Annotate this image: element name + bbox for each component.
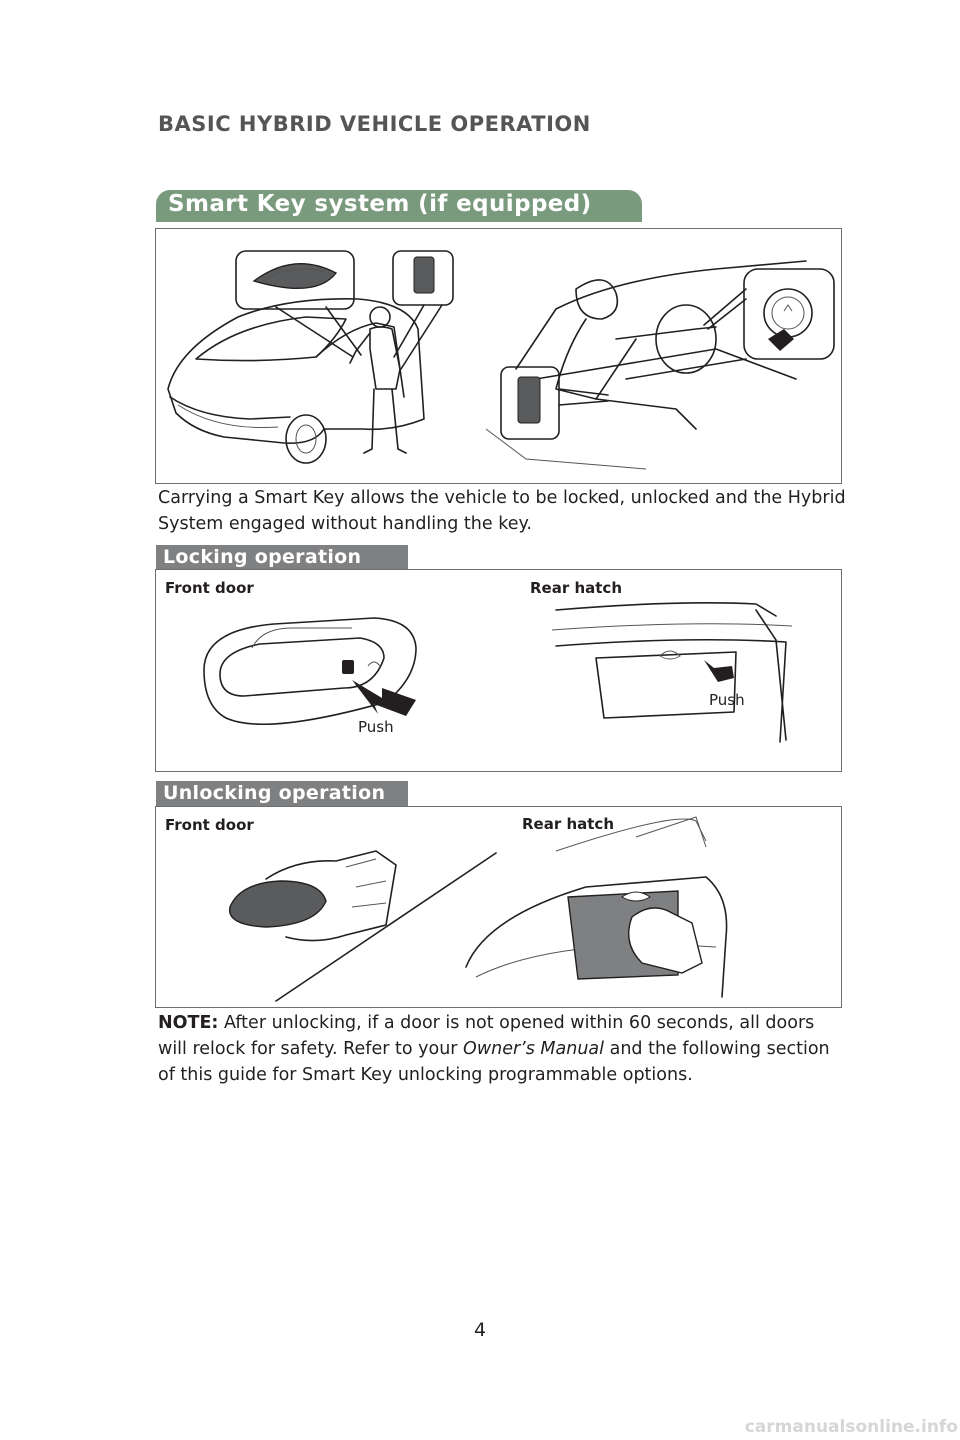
locking-operation-tab: Locking operation [156,545,408,570]
smart-key-section-tab: Smart Key system (if equipped) [156,190,642,222]
smart-key-illustration-drawing [167,250,835,470]
owners-manual-reference: Owner’s Manual [463,1039,605,1059]
locking-drawing [203,602,793,743]
section-header: BASIC HYBRID VEHICLE OPERATION [158,112,591,136]
smart-key-illustration [155,228,842,484]
unlocking-drawing [228,816,728,1002]
locking-front-door-label: Front door [165,579,254,597]
locking-rear-hatch-label: Rear hatch [530,579,623,597]
intro-paragraph: Carrying a Smart Key allows the vehicle … [158,488,846,534]
locking-front-push-label: Push [358,718,394,736]
locking-rear-push-label: Push [709,691,745,709]
unlocking-front-door-label: Front door [165,816,254,834]
unlocking-rear-hatch-label: Rear hatch [522,815,615,833]
locking-illustration: Front door Rear hatch Push Push [155,569,842,772]
unlocking-operation-tab: Unlocking operation [156,781,408,806]
page-number: 4 [473,1319,487,1341]
unlocking-illustration: Front door Rear hatch [155,806,842,1008]
note-text-before: After unlocking, if a door is not opened… [158,1013,815,1059]
note-text-after: and the following section of this guide … [158,1039,830,1085]
note-paragraph: NOTE: After unlocking, if a door is not … [158,1010,848,1088]
watermark: carmanualsonline.info [744,1417,958,1437]
smart-key-section-title: Smart Key system (if equipped) [168,191,592,217]
note-label: NOTE: [158,1013,219,1033]
